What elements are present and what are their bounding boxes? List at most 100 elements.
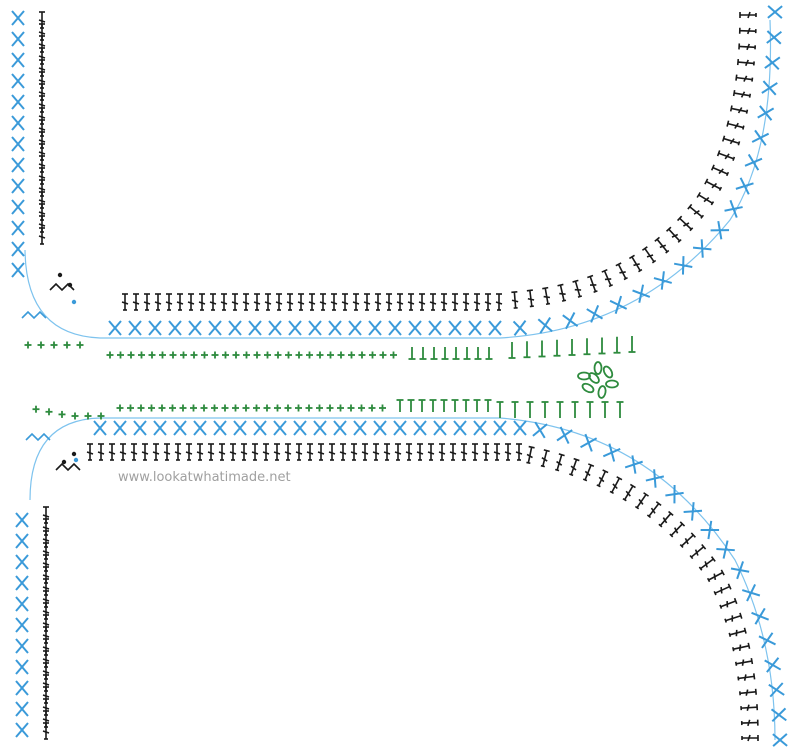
x-stitch — [674, 256, 692, 274]
plus-stitch — [243, 352, 250, 359]
plus-stitch — [46, 408, 53, 415]
x-stitch — [538, 318, 552, 334]
dc-stitch — [243, 294, 249, 310]
dc-stitch — [221, 294, 227, 310]
x-stitch — [752, 608, 769, 624]
plus-stitch — [369, 405, 376, 412]
x-stitch — [16, 597, 28, 611]
dc-stitch — [428, 444, 434, 460]
dc-stitch — [98, 444, 104, 460]
dc-stitch — [647, 502, 662, 518]
t-stitch — [464, 347, 471, 359]
t-stitch — [557, 402, 564, 418]
t-stitch — [485, 400, 492, 412]
x-stitch — [665, 485, 683, 503]
dc-stitch — [340, 444, 346, 460]
bottom-guide-line — [30, 418, 775, 740]
t-stitch — [497, 402, 504, 418]
dc-stitch — [596, 470, 608, 487]
dc-stitch — [397, 294, 403, 310]
t-stitch — [509, 342, 516, 358]
dc-stitch — [689, 544, 705, 559]
dc-stitch — [188, 294, 194, 310]
chain-loop — [598, 385, 607, 398]
x-stitch — [16, 681, 28, 695]
dc-stitch — [736, 75, 753, 83]
t-stitch — [409, 347, 416, 359]
t-stitch — [614, 337, 621, 353]
x-stitch — [449, 321, 461, 335]
dc-stitch — [384, 444, 390, 460]
dc-stitch — [210, 294, 216, 310]
dc-stitch — [714, 584, 731, 596]
x-stitch — [269, 321, 281, 335]
x-stitch — [769, 683, 784, 697]
plus-stitch — [212, 352, 219, 359]
dc-stitch — [133, 294, 139, 310]
dc-stitch — [729, 628, 746, 638]
slip-stitch-dot — [72, 300, 76, 304]
x-stitch — [12, 242, 24, 256]
plus-stitch — [317, 352, 324, 359]
dc-stitch — [472, 444, 478, 460]
x-stitch — [229, 321, 241, 335]
x-stitch — [765, 658, 781, 672]
x-stitch — [294, 421, 306, 435]
plus-stitch — [358, 405, 365, 412]
dc-stitch — [720, 598, 737, 609]
dc-stitch — [511, 292, 518, 308]
x-stitch — [154, 421, 166, 435]
dc-stitch — [263, 444, 269, 460]
plus-stitch — [170, 352, 177, 359]
x-stitch — [174, 421, 186, 435]
dc-stitch — [329, 444, 335, 460]
dc-stitch — [629, 255, 642, 272]
dc-stitch — [274, 444, 280, 460]
dc-stitch — [177, 294, 183, 310]
dc-stitch — [723, 136, 740, 146]
dc-stitch — [87, 444, 93, 460]
x-stitch — [429, 321, 441, 335]
t-stitch — [420, 347, 427, 359]
plus-stitch — [327, 352, 334, 359]
dc-stitch — [144, 294, 150, 310]
x-stitch — [494, 421, 506, 435]
dc-stitch — [353, 294, 359, 310]
plus-stitch — [128, 352, 135, 359]
dc-stitch — [298, 294, 304, 310]
t-stitch — [584, 338, 591, 354]
dc-stitch — [153, 444, 159, 460]
plus-stitch — [264, 352, 271, 359]
x-stitch — [469, 321, 481, 335]
dc-stitch — [740, 689, 756, 696]
dc-stitch — [678, 216, 694, 231]
plus-stitch — [253, 405, 260, 412]
plus-stitch — [38, 342, 45, 349]
plus-stitch — [380, 352, 387, 359]
dc-stitch — [485, 294, 491, 310]
t-stitch — [572, 402, 579, 418]
x-stitch — [474, 421, 486, 435]
x-stitch — [194, 421, 206, 435]
dc-stitch — [525, 447, 534, 464]
dc-stitch — [516, 444, 522, 460]
dc-stitch — [419, 294, 425, 310]
plus-stitch — [77, 342, 84, 349]
plus-stitch — [232, 405, 239, 412]
dc-stitch — [285, 444, 291, 460]
chain-loop — [581, 382, 595, 394]
plus-stitch — [295, 405, 302, 412]
dc-stitch — [406, 444, 412, 460]
dc-stitch — [43, 723, 49, 739]
guide-lines — [25, 12, 780, 740]
plus-stitch — [201, 352, 208, 359]
x-stitch — [514, 321, 527, 336]
x-stitch — [16, 555, 28, 569]
x-stitch — [274, 421, 286, 435]
dc-stitch — [667, 227, 682, 243]
x-stitch — [701, 521, 719, 539]
x-stitch — [603, 444, 620, 462]
t-stitch — [554, 340, 561, 356]
x-stitch — [94, 421, 106, 435]
dc-stitch — [542, 288, 551, 305]
